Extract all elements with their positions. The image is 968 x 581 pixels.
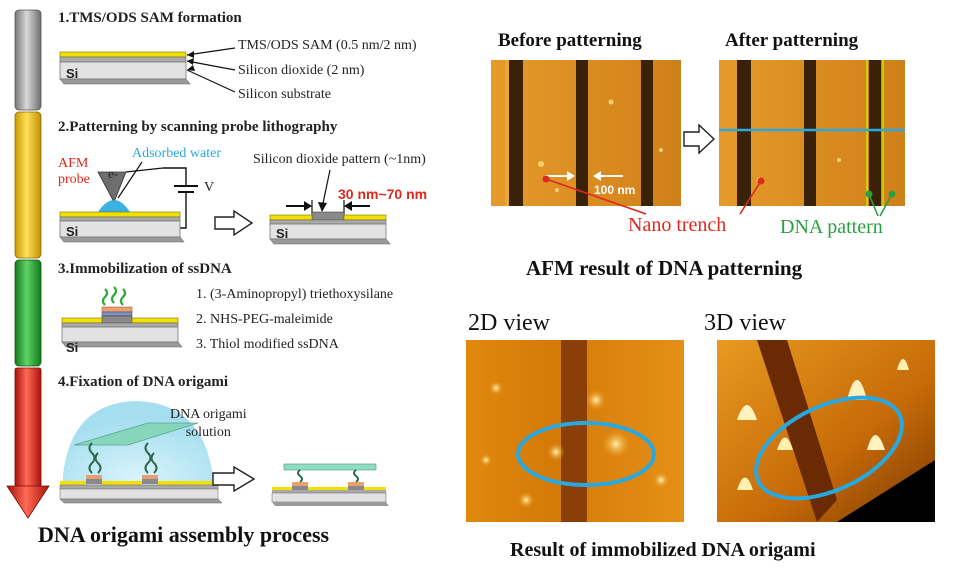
step-4-title: 4.Fixation of DNA origami: [58, 374, 228, 390]
step-1-title: 1.TMS/ODS SAM formation: [58, 10, 242, 26]
process-arrow-step-2: [214, 209, 254, 237]
step-4-solution-schematic: [59, 401, 223, 504]
electron-label: e-: [108, 166, 119, 181]
afm-annotation-lines: [542, 175, 896, 217]
nano-trench-label: Nano trench: [628, 214, 727, 236]
step-1-leader-lines: [186, 47, 236, 93]
afm-probe-label: AFM probe: [58, 156, 90, 187]
arrow-segment-1: [14, 9, 42, 111]
afm-process-arrow: [683, 123, 716, 155]
step-1-wafer: [59, 51, 191, 85]
scale-label: 100 nm: [594, 183, 636, 197]
step-3-si-label: Si: [66, 340, 79, 355]
step-4-fixed-origami: [271, 463, 389, 506]
result-2d-image: [466, 340, 684, 522]
result-caption: Result of immobilized DNA origami: [510, 539, 816, 561]
sam-layer-label: TMS/ODS SAM (0.5 nm/2 nm): [238, 38, 417, 53]
view-2d-title: 2D view: [468, 310, 550, 336]
before-title: Before patterning: [498, 30, 642, 51]
reagent-1: 1. (3-Aminopropyl) triethoxysilane: [196, 287, 394, 302]
afm-before-image: [491, 60, 681, 206]
afm-after-image: [719, 60, 905, 206]
arrow-head: [6, 485, 50, 519]
adsorbed-water-label: Adsorbed water: [132, 146, 222, 161]
width-range-label: 30 nm~70 nm: [338, 186, 428, 202]
origami-solution-label: DNA origami solution: [170, 407, 247, 440]
dna-pattern-label: DNA pattern: [780, 216, 883, 238]
left-caption: DNA origami assembly process: [38, 522, 330, 547]
arrow-segment-3: [14, 259, 42, 367]
step-2-title: 2.Patterning by scanning probe lithograp…: [58, 119, 338, 135]
afm-caption: AFM result of DNA patterning: [526, 256, 803, 280]
oxide-pattern-label: Silicon dioxide pattern (~1nm): [253, 152, 426, 167]
view-3d-title: 3D view: [704, 310, 786, 336]
reagent-3: 3. Thiol modified ssDNA: [196, 337, 339, 352]
step-1-si-label: Si: [66, 66, 79, 81]
arrow-segment-4: [14, 367, 42, 489]
step-2-probe-schematic: [59, 161, 198, 243]
arrow-segment-2: [14, 111, 42, 259]
step-2-si-label-b: Si: [276, 226, 289, 241]
process-arrow-step-4: [212, 465, 256, 493]
oxide-layer-label: Silicon dioxide (2 nm): [238, 63, 365, 78]
step-3-title: 3.Immobilization of ssDNA: [58, 261, 232, 277]
step-2-si-label-a: Si: [66, 224, 79, 239]
voltage-label: V: [204, 180, 215, 195]
reagent-2: 2. NHS-PEG-maleimide: [196, 312, 333, 327]
step-3-wafer: [61, 286, 183, 348]
after-title: After patterning: [725, 30, 859, 51]
process-arrow: [6, 9, 50, 519]
oxide-pattern-leader: [318, 169, 331, 212]
result-3d-image: [717, 340, 935, 522]
step-2-patterned-wafer: [269, 200, 391, 245]
substrate-layer-label: Silicon substrate: [238, 87, 331, 102]
